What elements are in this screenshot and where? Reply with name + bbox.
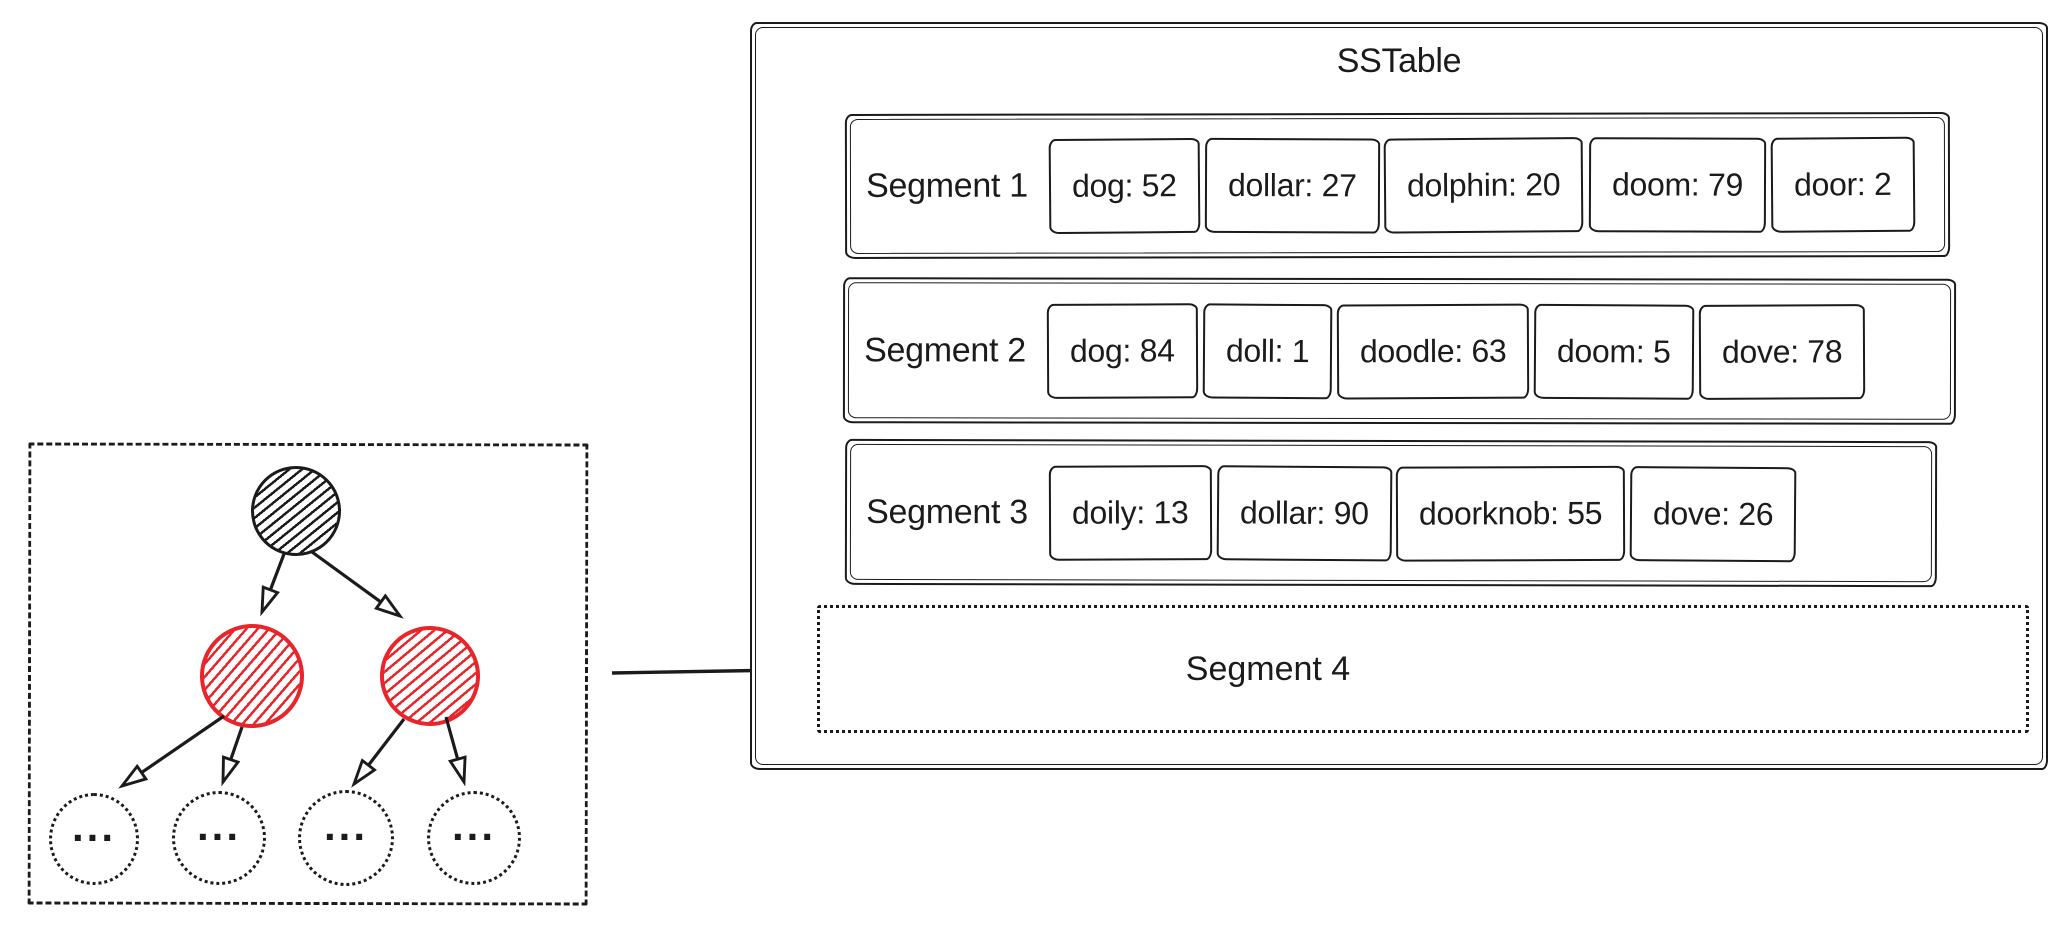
ellipsis-label: ... xyxy=(71,803,116,850)
segment-label: Segment 3 xyxy=(866,492,1028,531)
kv-cell: doorknob: 55 xyxy=(1395,465,1626,562)
kv-cell: dove: 26 xyxy=(1630,465,1798,562)
kv-cell: dove: 78 xyxy=(1698,303,1866,400)
kv-cell: dollar: 27 xyxy=(1204,137,1380,234)
kv-cell: dollar: 90 xyxy=(1216,464,1392,561)
kv-cell: doll: 1 xyxy=(1202,302,1333,399)
kv-cell: doily: 13 xyxy=(1048,464,1212,561)
tree-leaf-node-4: ... xyxy=(427,791,521,885)
kv-cell: door: 2 xyxy=(1770,136,1915,233)
segment-row-4: Segment 4 xyxy=(817,605,2029,733)
segment-label: Segment 4 xyxy=(1185,649,1351,688)
sstable-title: SSTable xyxy=(1336,42,1462,80)
kv-cell: dog: 84 xyxy=(1046,302,1198,399)
segment-label: Segment 2 xyxy=(864,330,1026,369)
kv-cell: doom: 5 xyxy=(1534,303,1695,400)
tree-leaf-node-3: ... xyxy=(298,790,394,886)
segment-label: Segment 1 xyxy=(866,166,1028,205)
ellipsis-label: ... xyxy=(323,802,368,849)
tree-leaf-node-1: ... xyxy=(49,793,139,885)
ellipsis-label: ... xyxy=(196,802,241,849)
ellipsis-label: ... xyxy=(451,802,496,849)
kv-cell: doom: 79 xyxy=(1588,137,1766,233)
tree-leaf-node-2: ... xyxy=(172,791,266,885)
kv-cell: dolphin: 20 xyxy=(1383,137,1584,234)
kv-cell: dog: 52 xyxy=(1048,137,1201,235)
kv-cell: doodle: 63 xyxy=(1336,303,1530,400)
